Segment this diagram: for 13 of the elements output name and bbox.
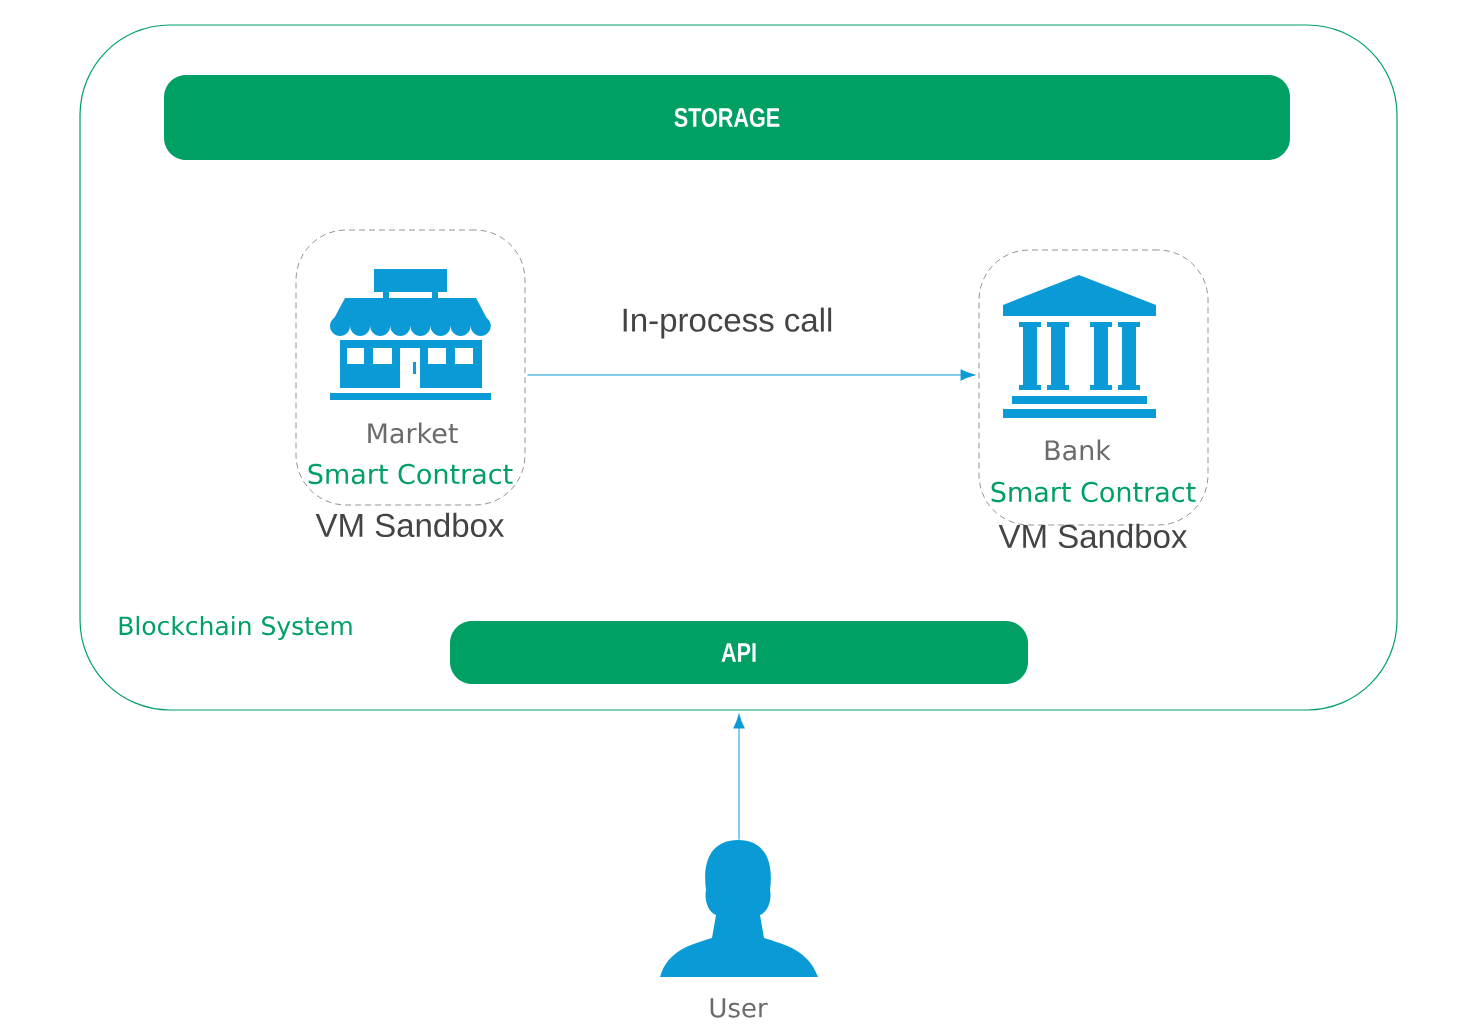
contract-type: Smart Contract	[991, 481, 1196, 503]
contract-type: Smart Contract	[308, 463, 513, 485]
arrow	[733, 714, 745, 841]
arrow	[526, 369, 975, 381]
sandbox-label: VM Sandbox	[998, 523, 1188, 549]
contract-name: Bank	[1045, 439, 1111, 461]
bar: STORAGE	[164, 75, 1290, 160]
group-title: Blockchain System	[119, 615, 352, 641]
person-label: User	[710, 998, 768, 1018]
contract-name: Market	[368, 422, 458, 444]
edge-label: In-process call	[618, 305, 836, 341]
sandbox-label: VM Sandbox	[315, 512, 505, 538]
bar: API	[450, 621, 1028, 684]
